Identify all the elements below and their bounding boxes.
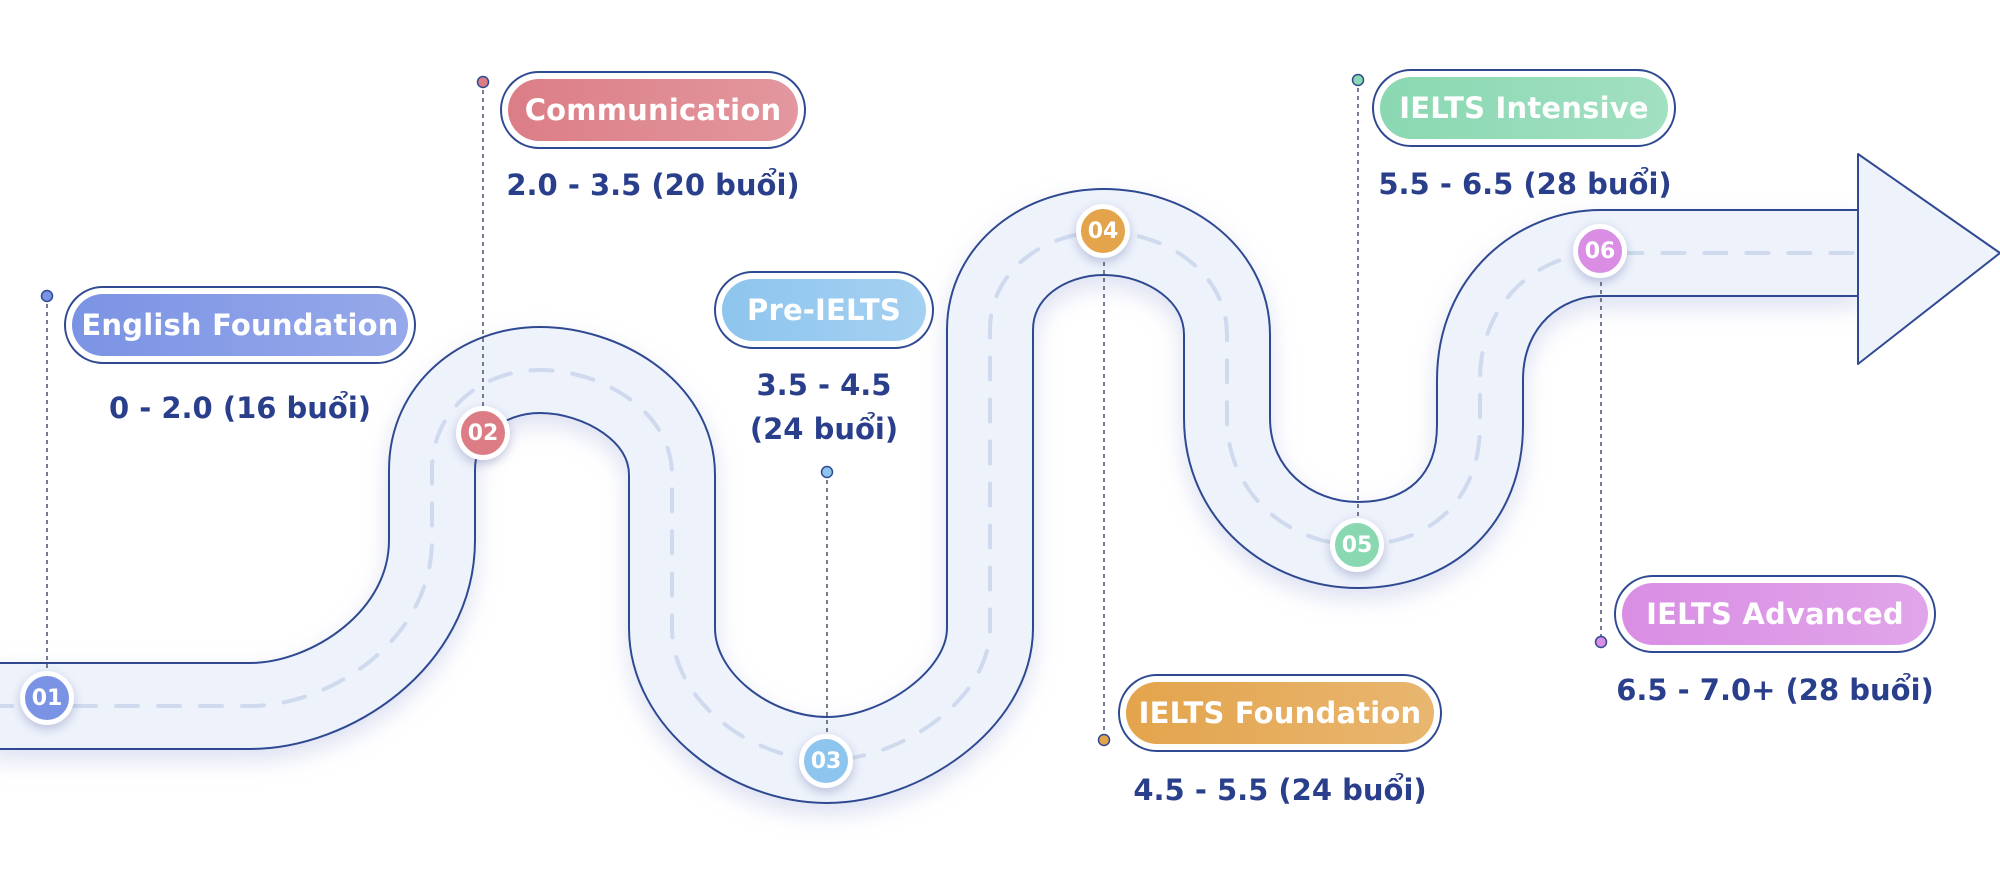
leader-line-02 [476, 75, 490, 410]
stage-01-title: English Foundation [72, 294, 408, 356]
stage-04-title-frame: IELTS Foundation [1118, 674, 1442, 752]
leader-line-06 [1594, 282, 1608, 649]
road-center-dashes [0, 229, 1862, 763]
stage-06-range: 6.5 - 7.0+ (28 buổi) [1616, 673, 1934, 707]
stage-03-range-line-2: (24 buổi) [749, 412, 899, 446]
leader-line-03 [820, 465, 834, 732]
stage-01-title-frame: English Foundation [64, 286, 416, 364]
stage-02-title-frame: Communication [500, 71, 806, 149]
leader-line-05 [1351, 73, 1365, 520]
stage-05-title-frame: IELTS Intensive [1372, 69, 1676, 147]
leader-line-04 [1097, 262, 1111, 747]
road-arrow-head [1857, 153, 2000, 365]
stage-05-title: IELTS Intensive [1380, 77, 1668, 139]
stage-04-title: IELTS Foundation [1126, 682, 1434, 744]
stage-03-range-line-1: 3.5 - 4.5 [756, 368, 892, 402]
stage-01-range: 0 - 2.0 (16 buổi) [108, 391, 372, 425]
leader-line-01 [40, 289, 54, 668]
stage-05-marker: 05 [1330, 518, 1384, 572]
stage-05-range: 5.5 - 6.5 (28 buổi) [1378, 167, 1672, 201]
stage-03-title: Pre-IELTS [722, 279, 926, 341]
stage-06-marker: 06 [1573, 224, 1627, 278]
stage-02-range: 2.0 - 3.5 (20 buổi) [506, 168, 800, 202]
stage-06-title-frame: IELTS Advanced [1614, 575, 1936, 653]
stage-04-range: 4.5 - 5.5 (24 buổi) [1133, 773, 1427, 807]
stage-06-title: IELTS Advanced [1622, 583, 1928, 645]
stage-02-marker: 02 [456, 406, 510, 460]
stage-02-title: Communication [508, 79, 798, 141]
stage-04-marker: 04 [1076, 204, 1130, 258]
stage-01-marker: 01 [20, 671, 74, 725]
stage-03-marker: 03 [799, 734, 853, 788]
stage-03-title-frame: Pre-IELTS [714, 271, 934, 349]
